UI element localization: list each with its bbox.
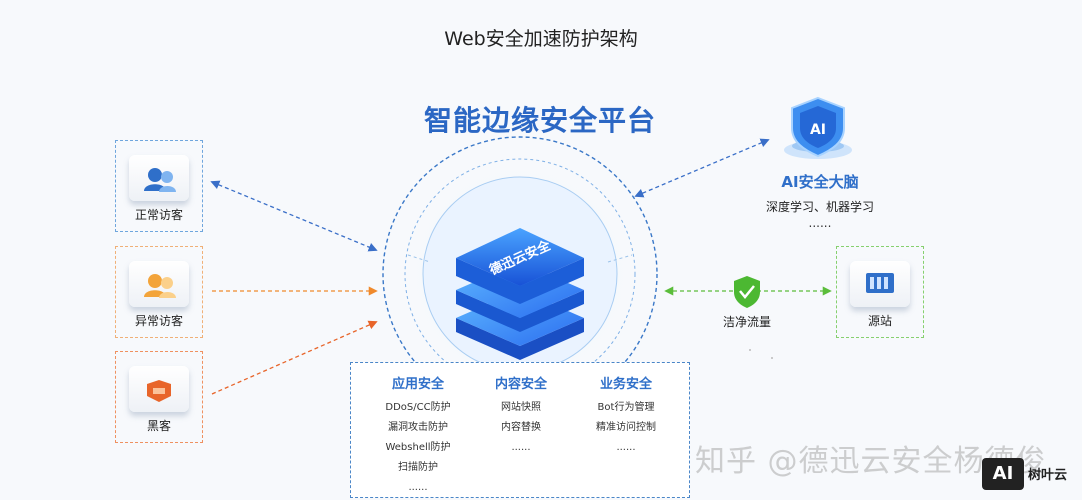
ai-brain-arrow bbox=[634, 138, 770, 198]
normal-visitor-arrow bbox=[210, 180, 378, 252]
hacker-card bbox=[129, 366, 189, 412]
normal-visitor-label: 正常访客 bbox=[134, 208, 183, 222]
hacker-box: 黑客 bbox=[115, 351, 203, 443]
origin-server-label: 源站 bbox=[867, 314, 892, 328]
abnormal-visitor-label: 异常访客 bbox=[134, 314, 183, 328]
normal-visitor-box: 正常访客 bbox=[115, 140, 203, 232]
hacker-arrow bbox=[211, 320, 378, 395]
hacker-icon bbox=[147, 380, 171, 402]
brand-name: 树叶云 bbox=[1028, 468, 1068, 483]
list-item: ...... bbox=[408, 482, 428, 493]
abnormal-visitor-box: 异常访客 bbox=[115, 246, 203, 338]
hacker-label: 黑客 bbox=[146, 419, 171, 433]
outer-ring bbox=[382, 136, 658, 412]
panel-column-business-security: 业务安全 Bot行为管理 精准访问控制 ...... bbox=[571, 373, 681, 458]
ai-brain-title: AI安全大脑 bbox=[781, 173, 859, 191]
abnormal-visitor-card bbox=[129, 261, 189, 307]
list-item: Bot行为管理 bbox=[597, 402, 655, 413]
list-item: 内容替换 bbox=[501, 422, 541, 433]
ai-shield-icon: AI bbox=[784, 96, 852, 159]
list-item: Webshell防护 bbox=[385, 442, 451, 453]
list-item: ...... bbox=[511, 442, 531, 453]
panel-column-content-security: 内容安全 网站快照 内容替换 ...... bbox=[466, 373, 576, 458]
user-warning-icon bbox=[144, 274, 176, 298]
feature-panel: 应用安全 DDoS/CC防护 漏洞攻击防护 Webshell防护 扫描防护 ..… bbox=[350, 362, 690, 498]
user-icon bbox=[144, 168, 176, 192]
list-item: 网站快照 bbox=[501, 402, 541, 413]
server-icon bbox=[866, 273, 894, 293]
security-core-stack: 德迅云安全 bbox=[456, 228, 584, 360]
brand-logo: AI bbox=[982, 458, 1024, 490]
list-item: 漏洞攻击防护 bbox=[388, 422, 448, 433]
clean-shield-icon bbox=[734, 276, 760, 308]
list-item: DDoS/CC防护 bbox=[385, 402, 451, 413]
list-item: 精准访问控制 bbox=[596, 422, 656, 433]
ai-brain-subtitle: 深度学习、机器学习 bbox=[765, 200, 874, 214]
column-title: 内容安全 bbox=[494, 377, 547, 392]
platform-title: 智能边缘安全平台 bbox=[423, 104, 656, 137]
list-item: 扫描防护 bbox=[398, 462, 438, 473]
list-item: ...... bbox=[616, 442, 636, 453]
origin-server-card bbox=[850, 261, 910, 307]
column-title: 应用安全 bbox=[391, 377, 444, 392]
column-title: 业务安全 bbox=[599, 377, 652, 392]
clean-traffic-label: 洁净流量 bbox=[722, 315, 771, 329]
brand-badge: AI 树叶云 bbox=[980, 452, 1082, 500]
diagram-title: Web安全加速防护架构 bbox=[444, 28, 638, 50]
normal-visitor-card bbox=[129, 155, 189, 201]
ai-shield-text: AI bbox=[810, 122, 826, 138]
origin-server-box: 源站 bbox=[836, 246, 924, 338]
ai-brain-more: ...... bbox=[808, 216, 832, 230]
panel-column-app-security: 应用安全 DDoS/CC防护 漏洞攻击防护 Webshell防护 扫描防护 ..… bbox=[363, 373, 473, 498]
